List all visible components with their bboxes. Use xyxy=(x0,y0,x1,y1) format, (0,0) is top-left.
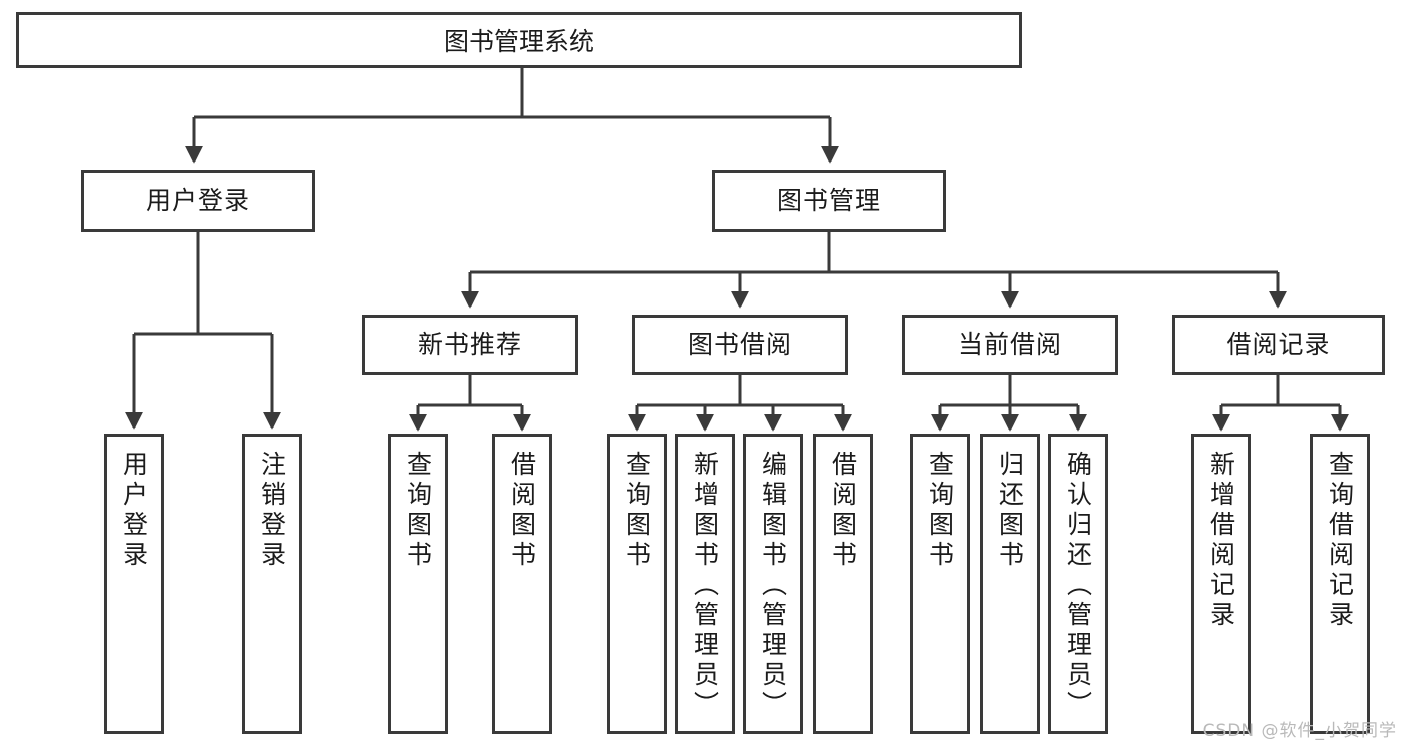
leaf-query-book-borrow[interactable]: 查询图书 xyxy=(607,434,667,734)
leaf-query-book-recommend[interactable]: 查询图书 xyxy=(388,434,448,734)
leaf-add-borrow-record[interactable]: 新增借阅记录 xyxy=(1191,434,1251,734)
leaf-user-login[interactable]: 用户登录 xyxy=(104,434,164,734)
leaf-label: 用户登录 xyxy=(119,451,149,571)
leaf-label: 查询图书 xyxy=(622,451,652,571)
leaf-label: 确认归还（管理员） xyxy=(1063,451,1093,721)
leaf-confirm-return-admin[interactable]: 确认归还（管理员） xyxy=(1048,434,1108,734)
leaf-label: 注销登录 xyxy=(257,451,287,571)
leaf-query-book-current[interactable]: 查询图书 xyxy=(910,434,970,734)
leaf-query-borrow-record[interactable]: 查询借阅记录 xyxy=(1310,434,1370,734)
leaf-return-book[interactable]: 归还图书 xyxy=(980,434,1040,734)
leaf-label: 查询图书 xyxy=(403,451,433,571)
node-new-book-recommend[interactable]: 新书推荐 xyxy=(362,315,578,375)
leaf-add-book-admin[interactable]: 新增图书（管理员） xyxy=(675,434,735,734)
leaf-borrow-book[interactable]: 借阅图书 xyxy=(813,434,873,734)
node-label: 借阅记录 xyxy=(1226,330,1331,360)
leaf-label: 借阅图书 xyxy=(507,451,537,571)
leaf-label: 查询图书 xyxy=(925,451,955,571)
leaf-edit-book-admin[interactable]: 编辑图书（管理员） xyxy=(743,434,803,734)
node-label: 图书借阅 xyxy=(687,330,792,360)
node-label: 当前借阅 xyxy=(957,330,1062,360)
node-user-login[interactable]: 用户登录 xyxy=(81,170,315,232)
node-root-system[interactable]: 图书管理系统 xyxy=(16,12,1022,68)
leaf-borrow-book-recommend[interactable]: 借阅图书 xyxy=(492,434,552,734)
node-label: 图书管理 xyxy=(776,186,881,216)
leaf-label: 新增借阅记录 xyxy=(1206,451,1236,631)
leaf-label: 归还图书 xyxy=(995,451,1025,571)
node-label: 用户登录 xyxy=(145,186,250,216)
leaf-user-logout[interactable]: 注销登录 xyxy=(242,434,302,734)
leaf-label: 新增图书（管理员） xyxy=(690,451,720,721)
node-label: 新书推荐 xyxy=(417,330,522,360)
leaf-label: 借阅图书 xyxy=(828,451,858,571)
node-label: 图书管理系统 xyxy=(443,27,594,56)
node-borrow-record[interactable]: 借阅记录 xyxy=(1172,315,1385,375)
leaf-label: 查询借阅记录 xyxy=(1325,451,1355,631)
node-book-borrow[interactable]: 图书借阅 xyxy=(632,315,848,375)
node-book-management[interactable]: 图书管理 xyxy=(712,170,946,232)
leaf-label: 编辑图书（管理员） xyxy=(758,451,788,721)
node-current-borrow[interactable]: 当前借阅 xyxy=(902,315,1118,375)
csdn-watermark: CSDN @软件_小贺同学 xyxy=(1202,721,1397,741)
